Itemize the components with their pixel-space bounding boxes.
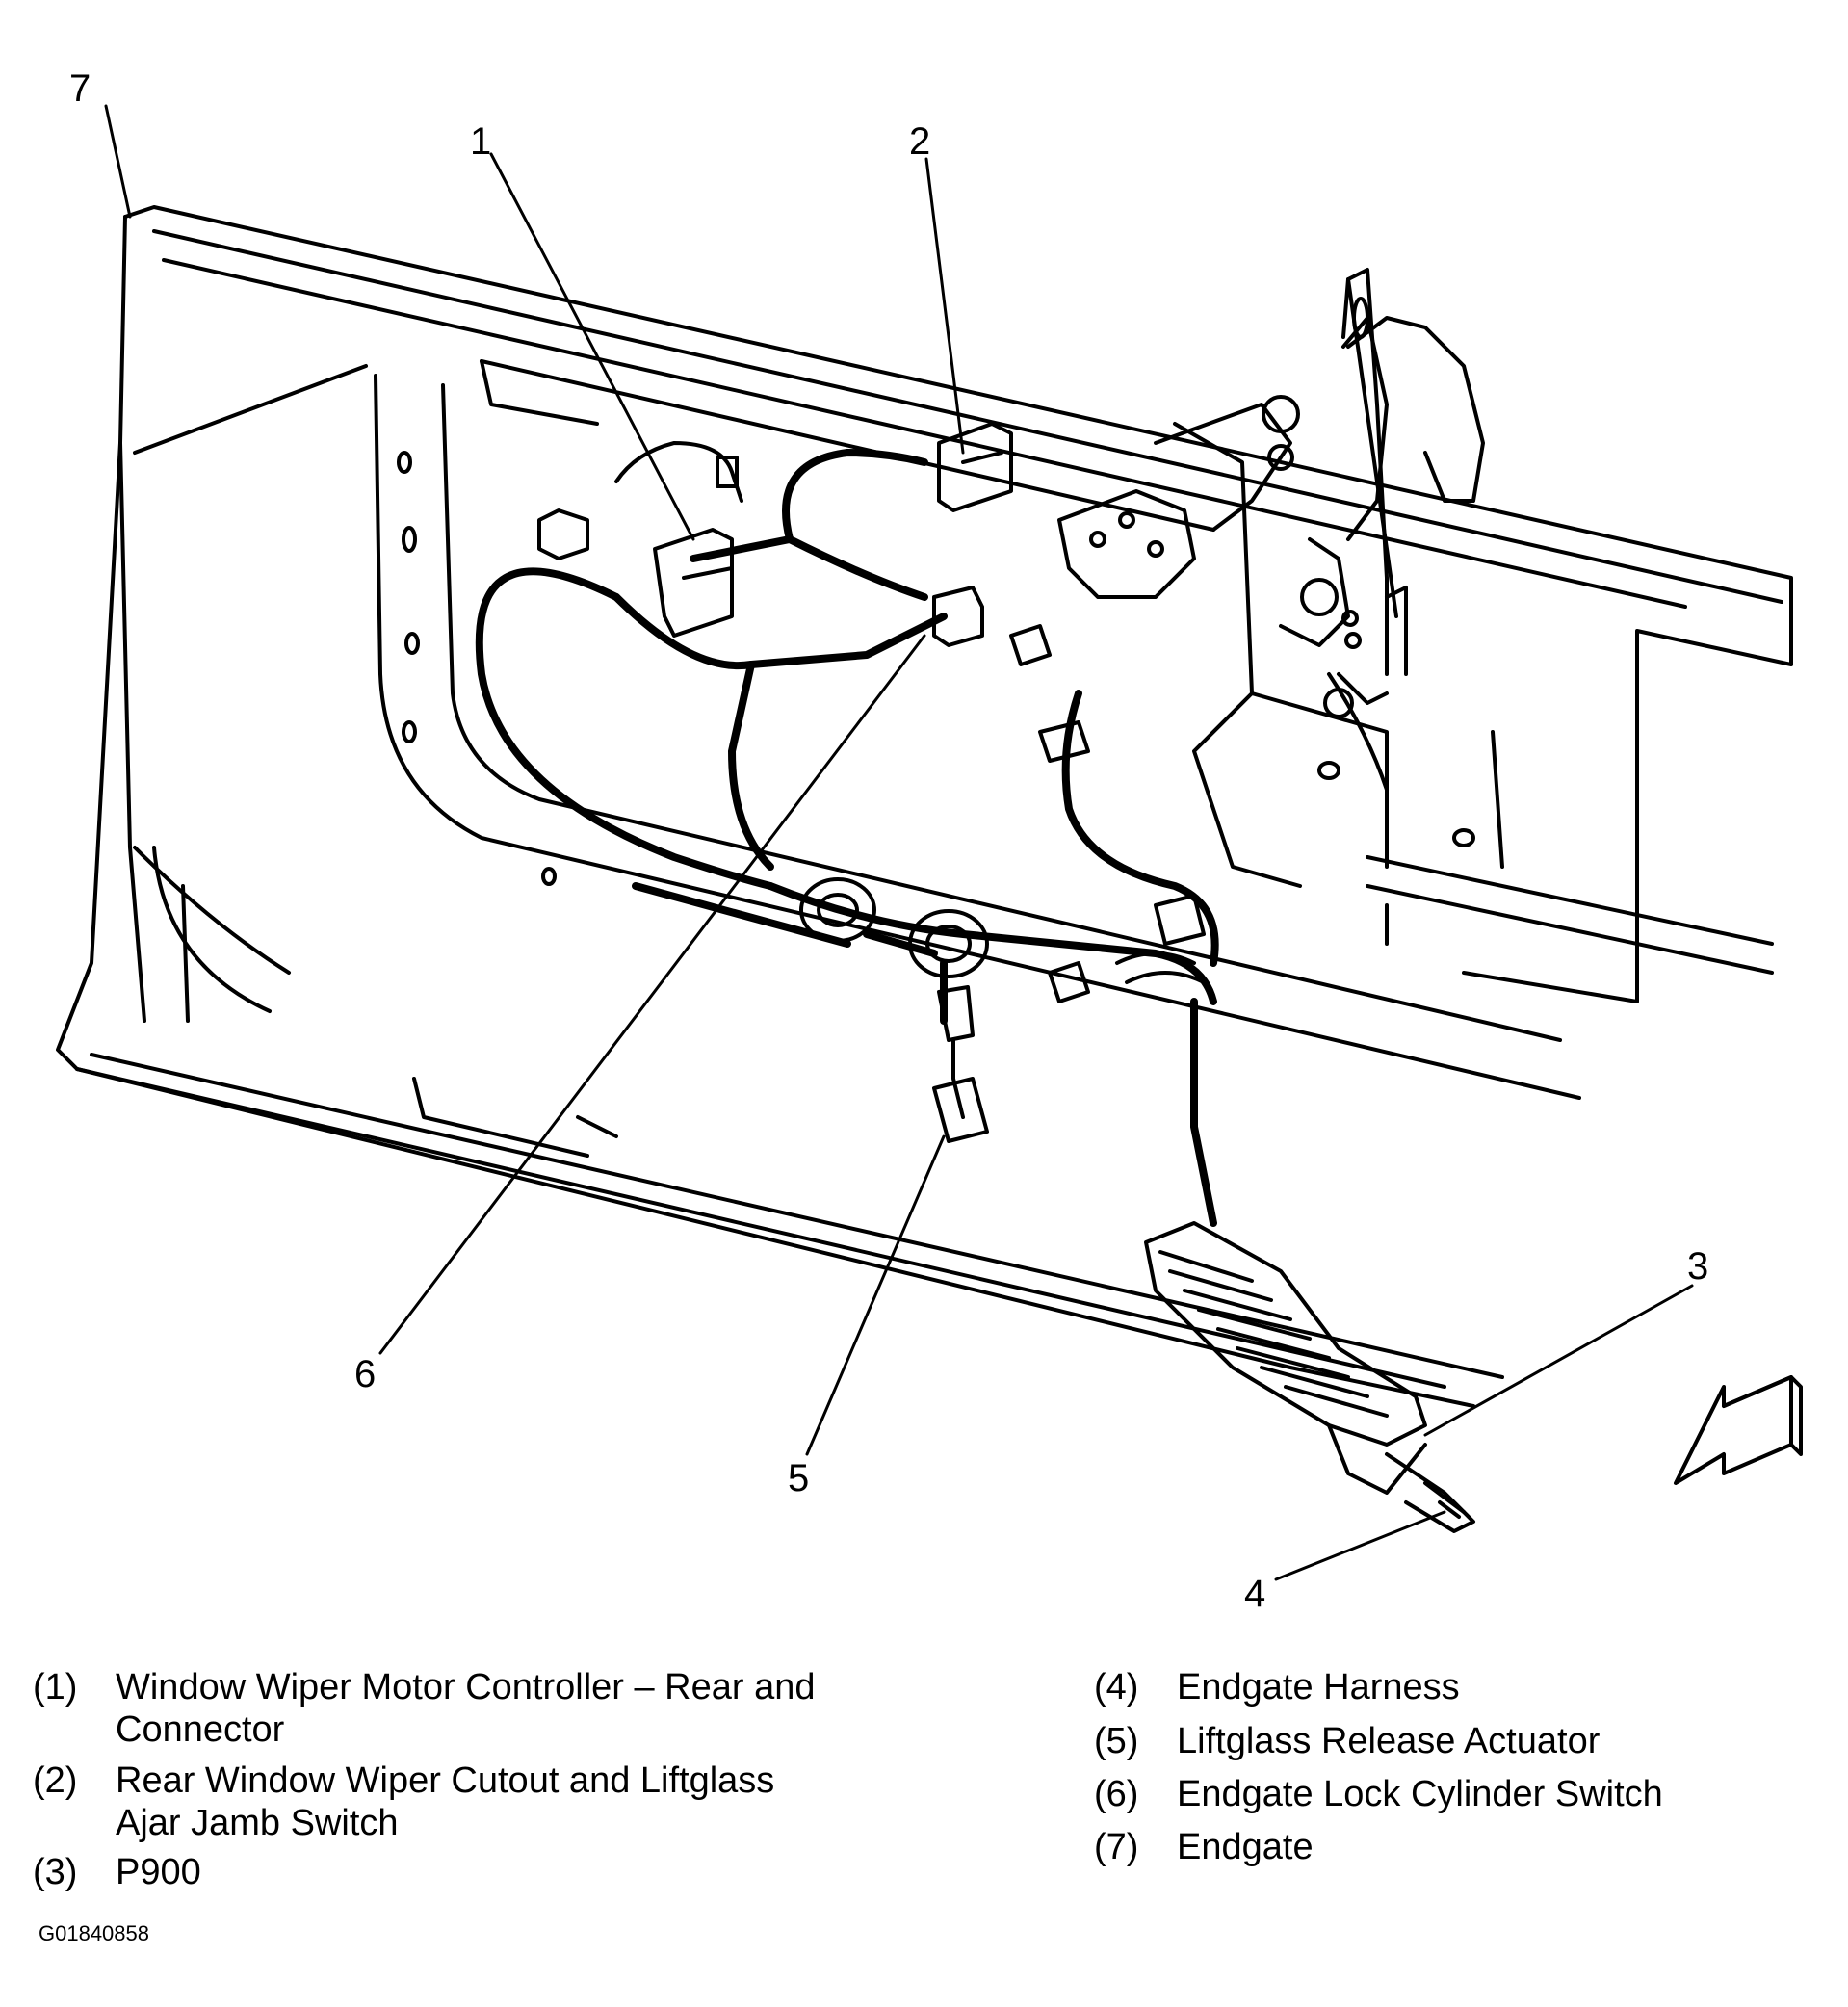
legend-number: (2) — [33, 1760, 78, 1801]
legend-number: (1) — [33, 1667, 78, 1707]
callout-2: 2 — [909, 120, 930, 163]
mounting-holes — [397, 451, 1475, 886]
legend-item-1: (1) Window Wiper Motor Controller – Rear… — [33, 1666, 876, 1751]
legend-label: Endgate Lock Cylinder Switch — [1177, 1774, 1663, 1814]
legend-label: Endgate Harness — [1177, 1667, 1460, 1707]
latch-assembly — [1057, 316, 1485, 888]
legend-number: (7) — [1094, 1827, 1139, 1867]
legend-label: P900 — [116, 1852, 201, 1892]
mounting-bracket — [1337, 268, 1408, 705]
legend-item-7: (7) Endgate — [1094, 1826, 1832, 1868]
legend-number: (4) — [1094, 1667, 1139, 1707]
callout-1: 1 — [470, 120, 491, 163]
harness-grommets — [799, 877, 1206, 1004]
legend-label: Endgate — [1177, 1827, 1314, 1867]
figure-id: G01840858 — [39, 1921, 149, 1945]
callout-4: 4 — [1244, 1573, 1265, 1615]
legend-label: Liftglass Release Actuator — [1177, 1721, 1601, 1761]
lock-cylinder-connector — [932, 586, 1090, 763]
legend-item-5: (5) Liftglass Release Actuator — [1094, 1720, 1832, 1762]
liftglass-release-actuator — [932, 985, 989, 1143]
callout-5: 5 — [788, 1457, 809, 1499]
wiper-controller-connector — [537, 441, 743, 638]
endgate-inner-recess — [374, 359, 1774, 1100]
jamb-switch-connector — [937, 422, 1013, 512]
callout-7: 7 — [69, 67, 91, 110]
callout-leader-lines — [104, 104, 1694, 1581]
legend-number: (6) — [1094, 1774, 1139, 1814]
callout-3: 3 — [1687, 1245, 1708, 1288]
legend-item-2: (2) Rear Window Wiper Cutout and Liftgla… — [33, 1759, 847, 1844]
p900-grommet — [1144, 1221, 1475, 1533]
legend-item-6: (6) Endgate Lock Cylinder Switch — [1094, 1773, 1832, 1815]
legend-item-3: (3) P900 — [33, 1851, 867, 1893]
legend-label: Window Wiper Motor Controller – Rear and… — [116, 1667, 816, 1750]
forward-direction-arrow-icon — [1674, 1375, 1803, 1485]
legend-number: (3) — [33, 1852, 78, 1892]
endgate-panel — [56, 205, 1793, 1408]
endgate-harness-illustration: 1 2 3 4 5 6 7 — [56, 67, 1803, 1615]
callout-6: 6 — [354, 1353, 376, 1395]
legend-item-4: (4) Endgate Harness — [1094, 1666, 1832, 1708]
wiring-harness — [475, 449, 1219, 1227]
legend-number: (5) — [1094, 1721, 1139, 1761]
legend-label: Rear Window Wiper Cutout and Liftglass A… — [116, 1760, 775, 1843]
